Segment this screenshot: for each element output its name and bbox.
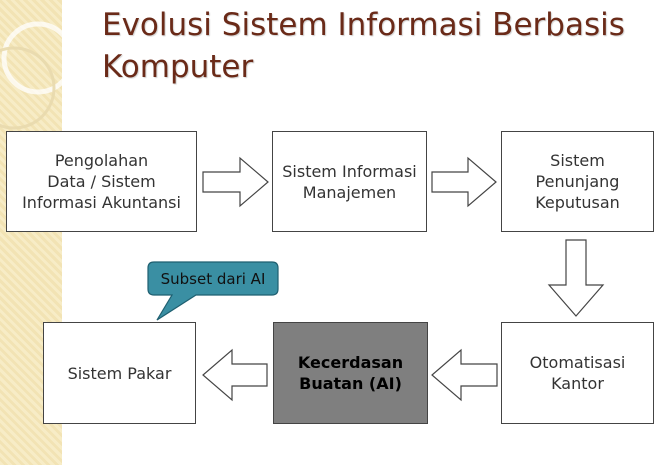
box-otomatisasi-kantor: Otomatisasi Kantor [501,322,654,424]
arrow-left-1 [431,348,498,402]
box-kecerdasan-buatan: Kecerdasan Buatan (AI) [273,322,428,424]
arrow-right-2 [431,156,497,208]
box-sistem-pakar: Sistem Pakar [43,322,196,424]
decorative-circles [0,21,75,130]
arrow-left-2 [202,348,268,402]
slide-title: Evolusi Sistem Informasi Berbasis Komput… [102,7,625,85]
box-pengolahan-data: Pengolahan Data / Sistem Informasi Akunt… [6,131,197,232]
callout-text: Subset dari AI [160,269,266,288]
arrow-right-1 [202,156,269,208]
callout-bubble [147,261,279,321]
arrow-down [547,239,605,317]
box-sistem-penunjang-keputusan: Sistem Penunjang Keputusan [501,131,654,232]
box-sistem-informasi-manajemen: Sistem Informasi Manajemen [272,131,427,232]
